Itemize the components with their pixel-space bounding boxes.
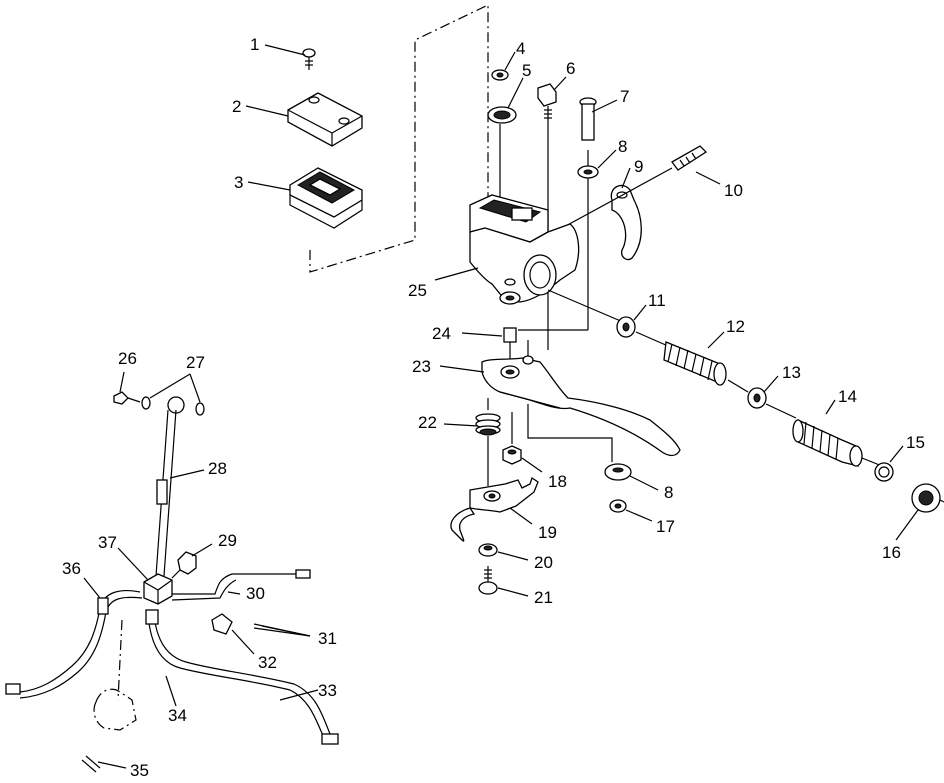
leader-lines [83,44,919,769]
callout-7: 7 [620,87,629,106]
callout-4: 4 [516,39,525,58]
callout-13: 13 [782,363,801,382]
cover-screw [302,48,316,70]
callout-10: 10 [724,181,743,200]
assembly-dash-line [309,4,489,273]
callout-9: 9 [634,157,643,176]
lever-spring [475,398,501,486]
piston [792,418,863,467]
bracket-screw [478,566,498,595]
upper-brake-hose [155,409,177,577]
master-cylinder-body [469,194,631,326]
brake-lever [481,355,681,457]
callout-3: 3 [234,173,243,192]
brake-line-assembly [5,391,339,773]
callout-37: 37 [98,533,117,552]
lever-assembly [450,327,681,595]
reservoir-cover [287,92,363,147]
callout-19: 19 [538,523,557,542]
crush-washer-left [141,396,151,410]
callout-20: 20 [534,553,553,572]
return-spring [663,341,727,386]
callout-22: 22 [418,413,437,432]
callout-30: 30 [246,584,265,603]
caliper-outline [93,688,137,731]
callout-16: 16 [882,543,901,562]
pivot-pin [518,97,597,331]
callout-32: 32 [258,653,277,672]
callout-25: 25 [408,281,427,300]
lever-nut [502,445,522,465]
callout-31: 31 [318,629,337,648]
callout-11: 11 [648,291,666,310]
brake-junction-block [143,573,173,605]
reservoir-cover-group [287,4,489,273]
handlebar-clamp [610,184,642,261]
callout-28: 28 [208,459,227,478]
piston-assembly [616,316,944,513]
callout-35: 35 [130,761,149,778]
callout-21: 21 [534,588,553,607]
piston-cup [487,106,517,200]
banjo-bolt [113,391,129,405]
callout-12: 12 [726,317,745,336]
callout-26: 26 [118,349,137,368]
callout-17: 17 [656,517,675,536]
bushing [503,327,517,343]
callout-36: 36 [62,559,81,578]
callout-33: 33 [318,681,337,700]
callout-2: 2 [232,97,241,116]
callout-1: 1 [250,35,259,54]
callout-6: 6 [566,59,575,78]
rear-brake-line [171,569,311,601]
callout-15: 15 [906,433,925,452]
hose-clip [211,613,233,635]
crush-washer-right [195,402,205,416]
callout-8-upper: 8 [618,137,627,156]
right-front-brake-hose [145,609,339,745]
switch-bracket [450,476,539,542]
callout-23: 23 [412,357,431,376]
callout-29: 29 [218,531,237,550]
callout-5: 5 [522,61,531,80]
caliper-bolt [85,755,101,769]
reservoir-diaphragm [289,167,363,229]
callout-14: 14 [838,387,857,406]
callout-labels: 1 2 3 4 5 6 7 8 9 10 11 12 13 14 15 16 1… [62,35,925,780]
master-cylinder-group [469,69,708,350]
callout-24: 24 [432,324,451,343]
callout-34: 34 [168,706,187,725]
callout-27: 27 [186,353,205,372]
callout-8-lower: 8 [664,483,673,502]
callout-18: 18 [548,472,567,491]
left-front-brake-hose [5,589,143,699]
snap-ring [874,462,894,482]
